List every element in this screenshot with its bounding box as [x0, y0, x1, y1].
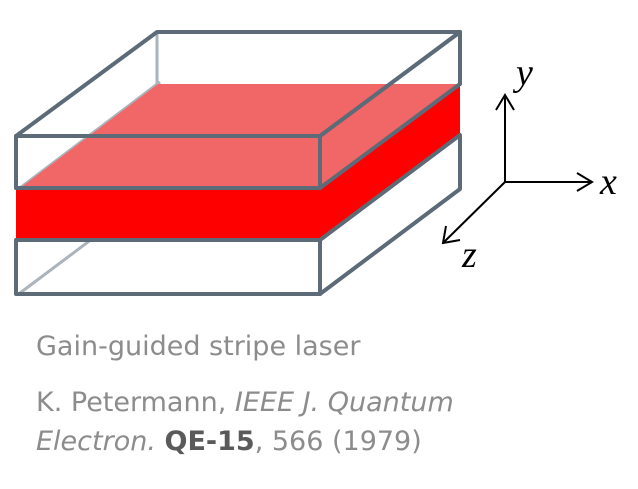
- box-front-lower-edge: [14, 238, 322, 296]
- x-axis-arrowhead: [576, 172, 594, 192]
- citation-line-2: Electron. QE-15, 566 (1979): [36, 428, 422, 455]
- laser-structure-diagram: y x z: [14, 30, 617, 296]
- citation-space: [156, 426, 165, 457]
- coordinate-axes: [441, 93, 594, 245]
- box-side-lower-edge: [318, 133, 462, 296]
- caption-title: Gain-guided stripe laser: [36, 331, 361, 362]
- y-axis-arrowhead: [495, 93, 515, 111]
- active-layer-side: [320, 84, 460, 240]
- x-axis-label: x: [599, 161, 617, 203]
- y-axis-label: y: [512, 52, 533, 94]
- citation-line-1: K. Petermann, IEEE J. Quantum: [36, 389, 454, 416]
- citation-journal-part1: IEEE J. Quantum: [234, 387, 454, 418]
- z-axis-line: [442, 181, 506, 244]
- citation-journal-part2: Electron.: [36, 426, 156, 457]
- box-side-upper-edge: [318, 30, 462, 190]
- citation-authors: K. Petermann,: [36, 387, 235, 418]
- z-axis-arrowhead: [441, 225, 461, 245]
- citation-details: , 566 (1979): [254, 426, 422, 457]
- citation-volume: QE-15: [164, 426, 255, 457]
- box-edges: [14, 30, 462, 296]
- z-axis-label: z: [461, 234, 477, 276]
- active-layer-front: [16, 188, 320, 240]
